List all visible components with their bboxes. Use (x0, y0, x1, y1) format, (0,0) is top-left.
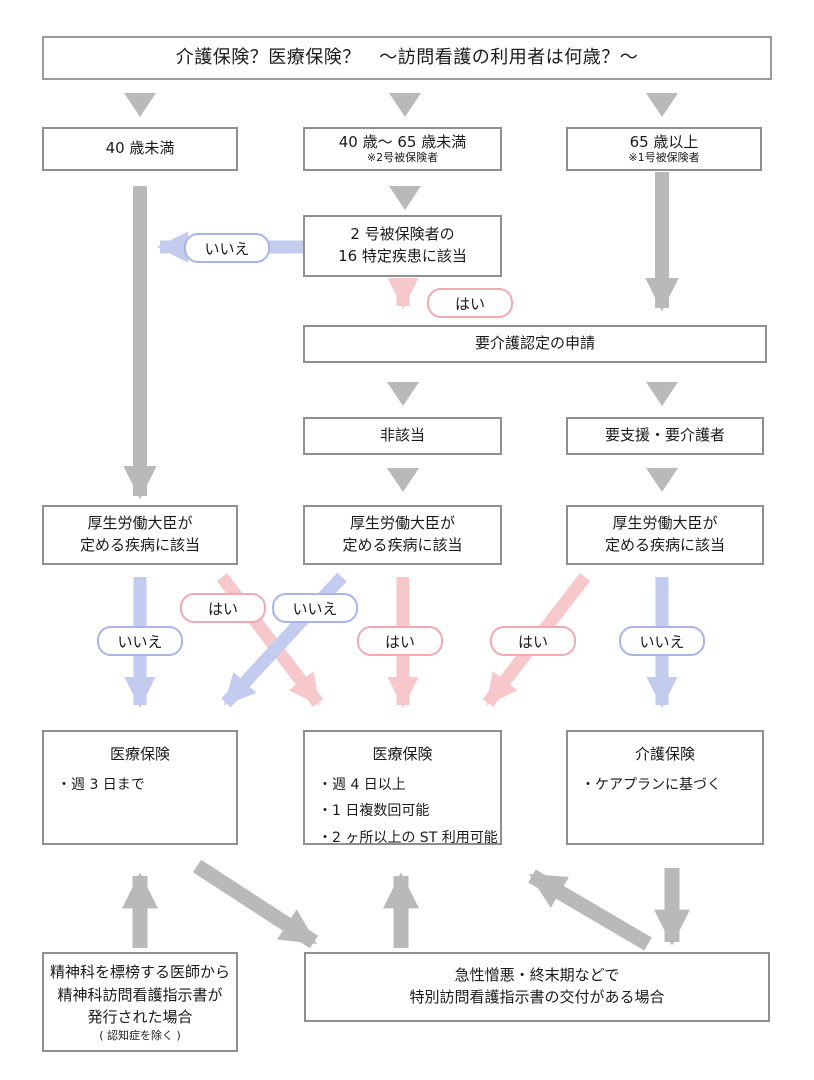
box-higaito-label: 非該当 (379, 426, 425, 445)
box-kosei-left-line1: 厚生労働大臣が (87, 514, 193, 533)
box-higaito: 非該当 (303, 417, 502, 455)
arrowhead-40-65-to-tokutei (389, 186, 421, 210)
page-title: 介護保険？医療保険？ 〜訪問看護の利用者は何歳？〜 (175, 46, 639, 68)
box-iryo-hoken-left: 医療保険 ・週 3 日まで (42, 730, 238, 845)
box-seishinka: 精神科を標榜する医師から 精神科訪問看護指示書が 発行された場合 ( 認知症を除… (42, 952, 238, 1052)
box-tokubetsu-line1: 急性憎悪・終末期などで (454, 966, 620, 985)
box-kosei-right-line1: 厚生労働大臣が (612, 514, 718, 533)
box-kosei-mid: 厚生労働大臣が 定める疾病に該当 (303, 505, 502, 565)
tag-yes-tokutei: はい (427, 288, 513, 318)
box-kosei-left-line2: 定める疾病に該当 (79, 536, 200, 554)
box-iryo-mid-bullet-3: ・2 ヶ所以上の ST 利用可能 (318, 829, 498, 846)
box-iryo-mid-title: 医療保険 (372, 745, 433, 763)
tag-no-kosei-mid: いいえ (272, 593, 358, 623)
box-iryo-mid-bullet-2: ・1 日複数回可能 (318, 803, 430, 820)
title-box: 介護保険？医療保険？ 〜訪問看護の利用者は何歳？〜 (42, 36, 772, 80)
box-over-65: 65 歳以上 ※1号被保険者 (566, 127, 762, 171)
box-kosei-mid-line2: 定める疾病に該当 (342, 536, 463, 554)
arrowhead-yoshien-to-kosei-right (646, 468, 678, 492)
tag-no-kosei-left: いいえ (97, 626, 183, 656)
tag-yes-tokutei-text: はい (454, 294, 485, 313)
box-seishinka-line1: 精神科を標榜する医師から (49, 963, 230, 982)
box-tokubetsu-line2: 特別訪問看護指示書の交付がある場合 (409, 988, 665, 1006)
tag-yes-kosei-left-text: はい (207, 599, 238, 618)
box-iryo-mid-bullet-1: ・週 4 日以上 (318, 776, 406, 793)
tag-yes-kosei-left: はい (180, 593, 266, 623)
tag-yes-kosei-right: はい (490, 626, 576, 656)
tag-no-kosei-left-text: いいえ (117, 632, 163, 651)
box-under-40: 40 歳未満 (42, 127, 238, 171)
tag-no-tokutei-text: いいえ (204, 239, 250, 258)
box-seishinka-line3: 発行された場合 (87, 1008, 193, 1027)
arrowhead-title-to-over65 (646, 93, 678, 117)
box-kosei-right: 厚生労働大臣が 定める疾病に該当 (566, 505, 764, 565)
tag-yes-kosei-mid: はい (357, 626, 443, 656)
box-tokutei-line1: 2 号被保険者の (350, 225, 455, 244)
box-kaigo-hoken: 介護保険 ・ケアプランに基づく (566, 730, 764, 845)
tag-no-kosei-mid-text: いいえ (292, 599, 338, 618)
box-seishinka-line2: 精神科訪問看護指示書が (57, 985, 223, 1004)
box-40-to-65: 40 歳〜 65 歳未満 ※2号被保険者 (303, 127, 502, 171)
box-tokutei-shikkan: 2 号被保険者の 16 特定疾患に該当 (303, 215, 502, 277)
box-yokaigo-nintei-label: 要介護認定の申請 (474, 334, 595, 353)
box-yokaigo-nintei: 要介護認定の申請 (303, 325, 767, 363)
tag-yes-kosei-right-text: はい (517, 632, 548, 651)
arrowhead-title-to-40-65 (389, 93, 421, 117)
tag-no-tokutei: いいえ (184, 233, 270, 263)
arrowhead-title-to-under40 (124, 93, 156, 117)
arrowhead-yokaigo-to-higaito (387, 382, 419, 406)
box-over-65-label: 65 歳以上 (629, 132, 699, 151)
box-tokubetsu-shijisho: 急性憎悪・終末期などで 特別訪問看護指示書の交付がある場合 (304, 952, 770, 1022)
box-yoshien-yokaigo-label: 要支援・要介護者 (604, 426, 725, 445)
box-iryo-left-title: 医療保険 (109, 745, 170, 763)
box-40-to-65-label: 40 歳〜 65 歳未満 (338, 132, 467, 151)
arrowhead-higaito-to-kosei-mid (387, 468, 419, 492)
box-kosei-mid-line1: 厚生労働大臣が (349, 514, 455, 533)
box-iryo-left-bullet-1: ・週 3 日まで (57, 776, 145, 793)
tag-no-kosei-right-text: いいえ (639, 632, 685, 651)
tag-no-kosei-right: いいえ (619, 626, 705, 656)
tag-yes-kosei-mid-text: はい (384, 632, 415, 651)
box-under-40-label: 40 歳未満 (105, 139, 175, 158)
box-kaigo-title: 介護保険 (634, 745, 695, 763)
box-kaigo-bullet-1: ・ケアプランに基づく (581, 776, 721, 793)
box-40-to-65-note: ※2号被保険者 (366, 150, 439, 164)
arrowhead-yokaigo-to-yoshien (646, 382, 678, 406)
box-yoshien-yokaigo: 要支援・要介護者 (566, 417, 764, 455)
box-iryo-hoken-mid: 医療保険 ・週 4 日以上 ・1 日複数回可能 ・2 ヶ所以上の ST 利用可能 (303, 730, 502, 846)
arrow-tokubetsu-to-iryo-mid-diagonal (528, 869, 652, 951)
box-kosei-left: 厚生労働大臣が 定める疾病に該当 (42, 505, 238, 565)
arrow-iryo-left-to-tokubetsu (192, 859, 319, 949)
box-kosei-right-line2: 定める疾病に該当 (604, 536, 725, 554)
box-over-65-note: ※1号被保険者 (628, 150, 700, 164)
box-tokutei-line2: 16 特定疾患に該当 (338, 247, 467, 265)
box-seishinka-note: ( 認知症を除く ) (99, 1028, 181, 1042)
